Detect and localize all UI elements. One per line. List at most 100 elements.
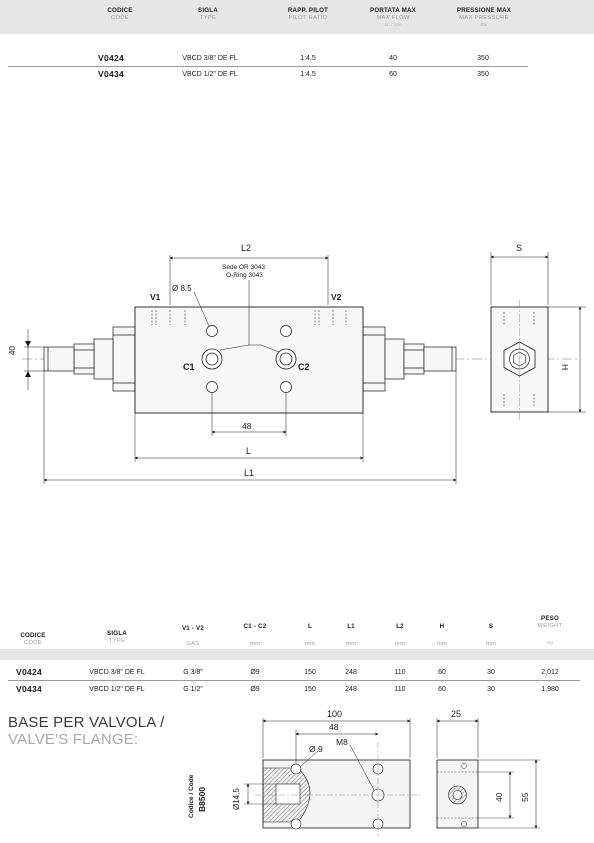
label-flange-40: 40 bbox=[494, 792, 504, 802]
t2-header-S: S bbox=[488, 623, 494, 630]
label-flange-100: 100 bbox=[327, 709, 343, 719]
t2-row1-code: V0424 bbox=[16, 667, 43, 677]
flange-title-it: BASE PER VALVOLA / bbox=[8, 714, 165, 731]
t2-row1-S: 30 bbox=[487, 669, 495, 676]
t2-header-code: CODICE bbox=[20, 632, 46, 639]
t1-row2-ratio: 1:4,5 bbox=[300, 71, 316, 78]
t2-header-type: SIGLA bbox=[107, 630, 127, 637]
t2-header-weight-unit: Kg bbox=[547, 641, 553, 646]
label-flange-code-caption: Codice / Code bbox=[188, 774, 195, 818]
t1-row1-type: VBCD 3/8" DE FL bbox=[182, 55, 238, 62]
label-flange-code: B8500 bbox=[197, 786, 207, 812]
seal-leader bbox=[219, 344, 280, 353]
label-L1: L1 bbox=[244, 468, 255, 478]
t2-header-S-sub: mm bbox=[485, 641, 497, 647]
t2-row2-type: VBCD 1/2" DE FL bbox=[89, 686, 145, 693]
t2-row2-S: 30 bbox=[487, 686, 495, 693]
label-flange-dia145: Ø14,5 bbox=[232, 788, 241, 810]
t2-row1-c: Ø9 bbox=[250, 669, 260, 676]
t2-row2-weight: 1,980 bbox=[541, 686, 559, 693]
t2-header-L-sub: mm bbox=[304, 641, 316, 647]
port-c-holes bbox=[201, 348, 297, 370]
t2-header-type-sub: TYPE bbox=[108, 638, 126, 644]
t1-header-pressure-sub: MAX PRESSURE bbox=[459, 15, 509, 21]
flange-front-view bbox=[255, 742, 420, 838]
t1-row1-code: V0424 bbox=[98, 53, 125, 63]
t2-header-L2-sub: mm bbox=[394, 641, 406, 647]
flange-title-en: VALVE'S FLANGE: bbox=[8, 731, 139, 748]
t1-header-pressure: PRESSIONE MAX bbox=[456, 7, 512, 14]
t2-row1-H: 60 bbox=[438, 669, 446, 676]
left-cartridge bbox=[43, 326, 136, 392]
t2-row1-L1: 248 bbox=[345, 669, 357, 676]
t2-header-v-sub: GAS bbox=[186, 641, 200, 647]
t2-row2-code: V0434 bbox=[16, 684, 43, 694]
label-L: L bbox=[246, 446, 252, 456]
t1-row2-flow: 60 bbox=[389, 71, 397, 78]
label-S: S bbox=[516, 243, 523, 253]
t2-header-code-sub: CODE bbox=[24, 640, 42, 646]
dia-leader bbox=[193, 291, 210, 327]
t1-row2-pressure: 350 bbox=[477, 71, 489, 78]
label-flange-dia9: Ø 9 bbox=[309, 744, 323, 754]
label-V1: V1 bbox=[150, 292, 161, 302]
t2-header-weight-sub: WEIGHT bbox=[537, 623, 563, 629]
t1-row2-code: V0434 bbox=[98, 69, 125, 79]
t1-header-code-sub: CODE bbox=[111, 15, 129, 21]
t1-header-code: CODICE bbox=[107, 7, 133, 14]
t2-row2-v: G 1/2" bbox=[183, 686, 203, 693]
right-cartridge bbox=[362, 326, 457, 392]
internal-ports bbox=[151, 310, 347, 325]
label-V2: V2 bbox=[331, 292, 342, 302]
t2-header-v: V1 - V2 bbox=[181, 625, 205, 632]
t2-row2-c: Ø9 bbox=[250, 686, 260, 693]
t2-row2-L2: 110 bbox=[394, 686, 406, 693]
label-flange-55: 55 bbox=[520, 792, 530, 802]
t1-header-type: SIGLA bbox=[198, 7, 218, 14]
t2-header-L1-sub: mm bbox=[345, 641, 357, 647]
label-flange-48: 48 bbox=[329, 722, 339, 732]
t2-row1-type: VBCD 3/8" DE FL bbox=[89, 669, 145, 676]
t1-row1-flow: 40 bbox=[389, 55, 397, 62]
t1-header-ratio-sub: PILOT RATIO bbox=[288, 15, 328, 21]
t1-header-ratio: RAPP. PILOT bbox=[287, 7, 329, 14]
table1-header-band bbox=[0, 0, 594, 34]
t2-header-L2: L2 bbox=[396, 623, 404, 630]
label-40: 40 bbox=[8, 346, 17, 355]
t2-row1-v: G 3/8" bbox=[183, 669, 203, 676]
mounting-holes bbox=[206, 325, 292, 393]
label-flange-25: 25 bbox=[451, 709, 462, 719]
t1-row-divider bbox=[8, 66, 528, 67]
label-L2: L2 bbox=[241, 243, 252, 253]
t2-header-weight: PESO bbox=[541, 615, 559, 622]
t2-header-c-sub: mm bbox=[249, 641, 261, 647]
t2-header-c: C1 - C2 bbox=[243, 623, 267, 630]
t1-row1-ratio: 1:4,5 bbox=[300, 55, 316, 62]
t2-row1-weight: 2,012 bbox=[541, 669, 559, 676]
label-oring: O-Ring 3043 bbox=[226, 272, 263, 279]
t1-header-flow-unit: Lt. / min bbox=[384, 23, 402, 28]
label-C1: C1 bbox=[183, 362, 195, 372]
t1-row1-pressure: 350 bbox=[477, 55, 489, 62]
t1-header-flow: PORTATA MAX bbox=[370, 7, 416, 14]
label-flange-M8: M8 bbox=[336, 737, 348, 747]
t2-header-L: L bbox=[308, 623, 312, 630]
t2-row1-L: 150 bbox=[304, 669, 316, 676]
t2-header-H-sub: mm bbox=[436, 641, 448, 647]
t2-row-divider bbox=[8, 680, 580, 681]
label-dia-85: Ø 8.5 bbox=[172, 284, 192, 293]
t2-header-L1: L1 bbox=[347, 623, 355, 630]
flange-side-view bbox=[436, 759, 479, 829]
label-H: H bbox=[560, 364, 570, 371]
t2-header-H: H bbox=[439, 623, 445, 630]
label-seal: Sede OR 3043 bbox=[222, 264, 266, 271]
t1-header-type-sub: TYPE bbox=[199, 15, 217, 21]
t1-header-pressure-unit: Bar bbox=[480, 23, 488, 28]
t1-header-flow-sub: MAX FLOW bbox=[376, 15, 410, 21]
label-C2: C2 bbox=[298, 362, 310, 372]
t2-row2-L1: 248 bbox=[345, 686, 357, 693]
table2-row-band bbox=[0, 649, 594, 660]
t1-row2-type: VBCD 1/2" DE FL bbox=[182, 71, 238, 78]
label-48: 48 bbox=[242, 421, 252, 431]
